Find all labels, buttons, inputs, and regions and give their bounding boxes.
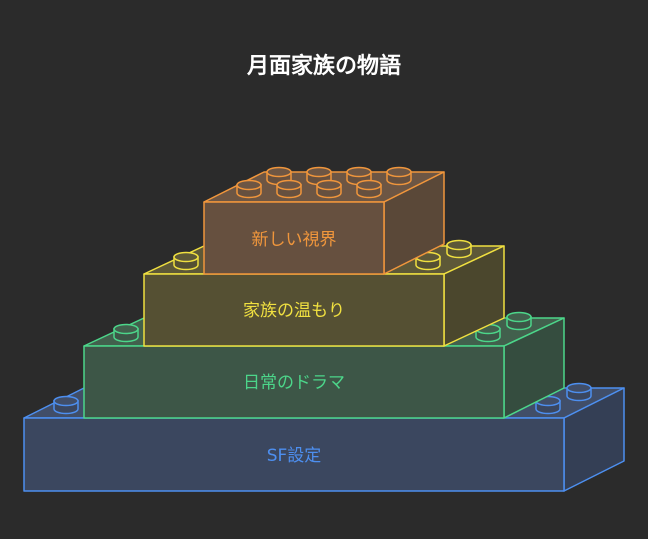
layer-label-family-warmth: 家族の温もり — [243, 301, 345, 321]
layer-label-daily-drama: 日常のドラマ — [243, 373, 345, 393]
brick-front-face — [83, 345, 505, 419]
brick-layer-new-vision: 新しい視界 — [203, 166, 445, 275]
stud — [356, 179, 382, 199]
stud — [113, 323, 139, 343]
brick-front-face — [23, 417, 565, 492]
stud — [306, 166, 332, 186]
stud — [475, 323, 501, 343]
stud — [446, 239, 472, 259]
layer-label-sf: SF設定 — [267, 446, 322, 466]
brick-front-face — [143, 273, 445, 347]
diagram-title: 月面家族の物語 — [246, 54, 401, 79]
stud — [386, 166, 412, 186]
stud — [173, 251, 199, 271]
stud — [53, 395, 79, 415]
brick-front-face — [203, 201, 385, 275]
stud — [566, 382, 592, 402]
stud — [346, 166, 372, 186]
stud — [506, 311, 532, 331]
layer-label-new-vision: 新しい視界 — [252, 230, 337, 250]
stud — [236, 179, 262, 199]
stud — [276, 179, 302, 199]
stud — [316, 179, 342, 199]
